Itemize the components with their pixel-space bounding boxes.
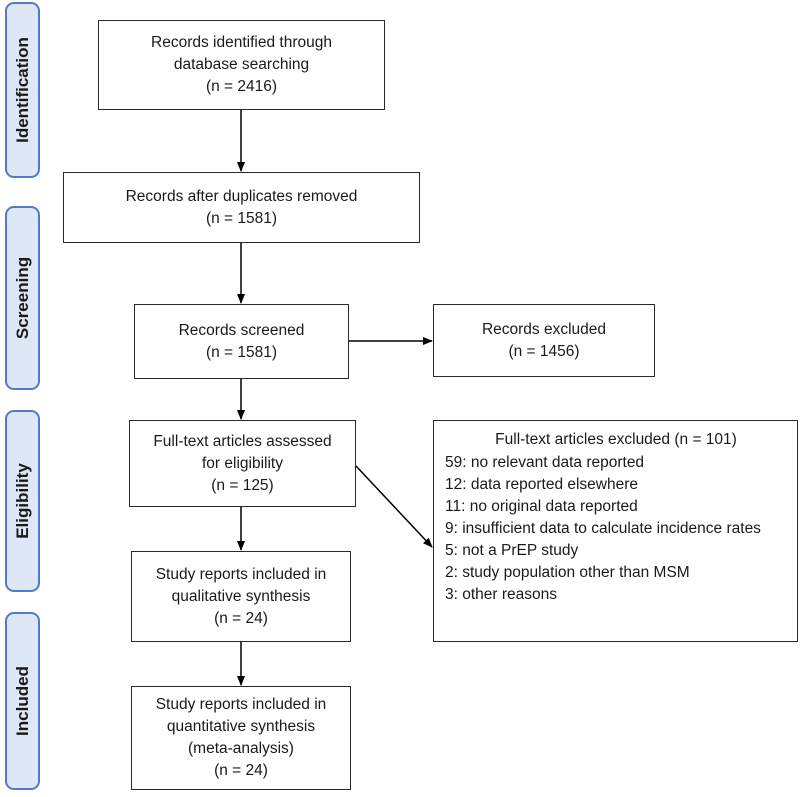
records-identified-line-2: database searching bbox=[173, 56, 310, 73]
records-screened-box: Records screened (n = 1581) bbox=[134, 304, 349, 379]
fulltext-excluded-title: Full-text articles excluded (n = 101) bbox=[495, 431, 737, 448]
records-identified-count: (n = 2416) bbox=[205, 78, 278, 95]
records-identified-box: Records identified through database sear… bbox=[98, 20, 385, 110]
quantitative-synthesis-line-1: Study reports included in bbox=[155, 696, 327, 713]
exclusion-reason-item: 5: not a PrEP study bbox=[445, 542, 579, 559]
quantitative-synthesis-line-2: quantitative synthesis bbox=[166, 718, 316, 735]
fulltext-assessed-box: Full-text articles assessed for eligibil… bbox=[129, 420, 356, 507]
exclusion-reason-item: 3: other reasons bbox=[445, 586, 558, 603]
fulltext-assessed-line-1: Full-text articles assessed bbox=[153, 432, 332, 450]
exclusion-reason-item: 12: data reported elsewhere bbox=[445, 476, 639, 493]
qualitative-synthesis-box: Study reports included in qualitative sy… bbox=[131, 551, 351, 642]
stage-identification: Identification bbox=[5, 2, 40, 178]
records-screened-count: (n = 1581) bbox=[205, 343, 278, 361]
qualitative-synthesis-line-2: qualitative synthesis bbox=[171, 587, 311, 605]
records-deduplicated-box: Records after duplicates removed (n = 15… bbox=[63, 172, 420, 243]
fulltext-assessed-count: (n = 125) bbox=[211, 476, 274, 494]
stage-included: Included bbox=[5, 612, 40, 790]
exclusion-reason-item: 11: no original data reported bbox=[445, 498, 638, 515]
records-excluded-box: Records excluded (n = 1456) bbox=[433, 304, 655, 377]
records-excluded-line-1: Records excluded bbox=[481, 320, 607, 338]
records-deduplicated-count: (n = 1581) bbox=[205, 209, 278, 227]
quantitative-synthesis-line-3: (meta-analysis) bbox=[188, 740, 294, 757]
exclusion-reason-item: 59: no relevant data reported bbox=[445, 454, 645, 471]
qualitative-synthesis-count: (n = 24) bbox=[214, 609, 268, 627]
fulltext-assessed-line-2: for eligibility bbox=[202, 454, 283, 472]
exclusion-reason-item: 9: insufficient data to calculate incide… bbox=[445, 520, 761, 537]
exclusion-reason-item: 2: study population other than MSM bbox=[445, 564, 690, 581]
qualitative-synthesis-line-1: Study reports included in bbox=[155, 565, 327, 583]
quantitative-synthesis-count: (n = 24) bbox=[214, 762, 268, 779]
quantitative-synthesis-box: Study reports included in quantitative s… bbox=[131, 686, 351, 790]
stage-screening: Screening bbox=[5, 206, 40, 390]
records-excluded-count: (n = 1456) bbox=[508, 342, 580, 360]
records-screened-line-1: Records screened bbox=[178, 321, 305, 339]
fulltext-excluded-box: Full-text articles excluded (n = 101) 59… bbox=[433, 420, 798, 642]
stage-eligibility: Eligibility bbox=[5, 410, 40, 592]
arrow-fulltext-to-excluded bbox=[355, 465, 433, 548]
records-deduplicated-line-1: Records after duplicates removed bbox=[125, 187, 358, 205]
records-identified-line-1: Records identified through bbox=[151, 34, 332, 51]
